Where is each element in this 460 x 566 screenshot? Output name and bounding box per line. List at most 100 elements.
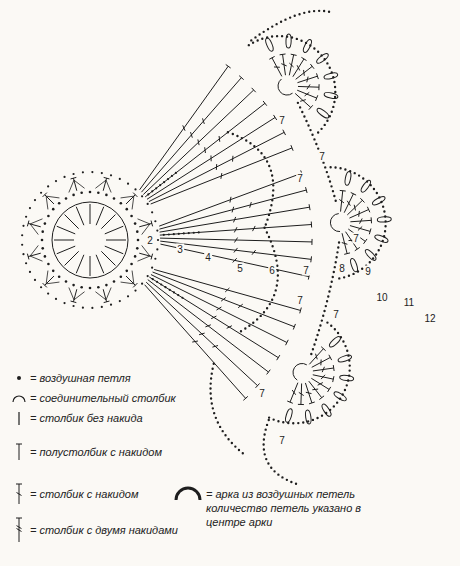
chain-dot <box>22 253 24 255</box>
stitch-bar <box>318 84 319 90</box>
stitch-slash <box>227 326 232 329</box>
stitch-bar <box>309 105 313 109</box>
stitch-slash <box>297 65 300 70</box>
centre-ring <box>52 202 128 278</box>
stitch-bar <box>252 88 256 92</box>
stitch-slash <box>306 392 312 393</box>
stitch-slash <box>305 92 310 96</box>
chain-dot <box>152 278 154 280</box>
chain-dot <box>72 305 74 307</box>
chain-dot <box>178 233 180 235</box>
stitch-bar <box>340 190 346 192</box>
single-crochet <box>57 226 75 234</box>
stitch-slash <box>347 201 350 206</box>
stitch-bar <box>310 64 314 69</box>
chain-dot <box>155 187 157 189</box>
chain-dot <box>163 181 165 183</box>
v-stitch <box>95 180 111 192</box>
chain-dot <box>101 306 103 308</box>
chain-dot <box>58 275 61 278</box>
stitch-slash <box>292 390 296 395</box>
chain-dot <box>183 232 185 234</box>
picot-leaf <box>328 335 342 348</box>
stitch-slash <box>281 64 286 66</box>
v-stitch <box>138 219 150 235</box>
slip-stitch-arc <box>278 79 293 95</box>
stitch-bar <box>333 365 335 371</box>
picot-leaf <box>264 37 274 52</box>
scallop-chain <box>249 36 335 133</box>
stitch-stem <box>313 375 334 379</box>
stitch-slash <box>307 77 308 83</box>
outer-chain <box>211 364 245 455</box>
stitch-slash <box>234 217 236 222</box>
picot-leaf <box>339 375 354 382</box>
stitch-slash <box>232 156 233 162</box>
stitch-slash <box>203 118 205 124</box>
stitch-bar <box>277 355 280 360</box>
stitch-slash <box>232 207 234 213</box>
round-number: 7 <box>278 435 286 446</box>
stitch-bar <box>287 401 293 403</box>
stitch-stem <box>147 117 275 199</box>
stitch-bar <box>301 57 306 60</box>
chain-dot <box>17 376 21 380</box>
single-crochet <box>54 240 74 241</box>
stitch-stem <box>297 76 317 82</box>
chart-drawing <box>21 11 391 485</box>
single-crochet <box>101 215 115 229</box>
stitch-slash <box>300 100 306 102</box>
v-stitch <box>121 196 134 209</box>
scallop-chain <box>268 323 349 424</box>
stitch-stem <box>160 207 310 232</box>
chain-dot <box>154 258 156 260</box>
stitch-slash <box>210 155 211 161</box>
chain-dot <box>151 211 153 213</box>
slip-stitch-arc <box>293 363 307 380</box>
stitch-bar <box>333 376 334 382</box>
stitch-stem <box>349 210 368 219</box>
stitch-stem <box>297 90 316 98</box>
stitch-slash <box>318 383 323 386</box>
chain-dot <box>147 203 149 205</box>
stitch-slash <box>17 493 22 496</box>
picot-leaf <box>344 171 352 186</box>
stitch-slash <box>192 341 198 342</box>
chain-dot <box>44 222 47 225</box>
chain-dot <box>63 302 65 304</box>
stitch-slash <box>211 316 216 319</box>
stitch-stem <box>342 233 347 253</box>
stitch-slash <box>183 125 185 130</box>
stitch-slash <box>360 218 363 223</box>
chain-dot <box>154 220 156 222</box>
chain-dot <box>47 185 49 187</box>
stitch-bar <box>355 247 360 250</box>
stitch-bar <box>367 207 369 212</box>
chain-dot <box>72 194 75 197</box>
picot-leaf <box>374 234 389 244</box>
chain-dot <box>97 286 100 289</box>
chain-dot <box>173 233 175 235</box>
stitch-bar <box>317 73 319 79</box>
v-stitch <box>30 219 42 235</box>
round-number: 7 <box>318 151 326 162</box>
chain-dot <box>156 229 158 231</box>
stitch-bar <box>243 396 247 400</box>
chain-arch <box>298 103 336 203</box>
picot-leaf <box>316 107 330 120</box>
chain-dot <box>134 188 136 190</box>
chain-dot <box>72 284 75 287</box>
stitch-stem <box>289 55 293 76</box>
slip-stitch-arc <box>330 214 340 232</box>
stitch-bar <box>306 187 308 193</box>
chain-dot <box>156 281 158 283</box>
stitch-slash <box>289 63 293 67</box>
chain-dot <box>119 300 121 302</box>
stitch-bar <box>291 54 297 55</box>
chain-dot <box>97 191 100 194</box>
chain-dot <box>22 225 24 227</box>
round-number: 10 <box>375 292 388 303</box>
stitch-slash <box>339 199 344 203</box>
stitch-stem <box>141 78 241 193</box>
